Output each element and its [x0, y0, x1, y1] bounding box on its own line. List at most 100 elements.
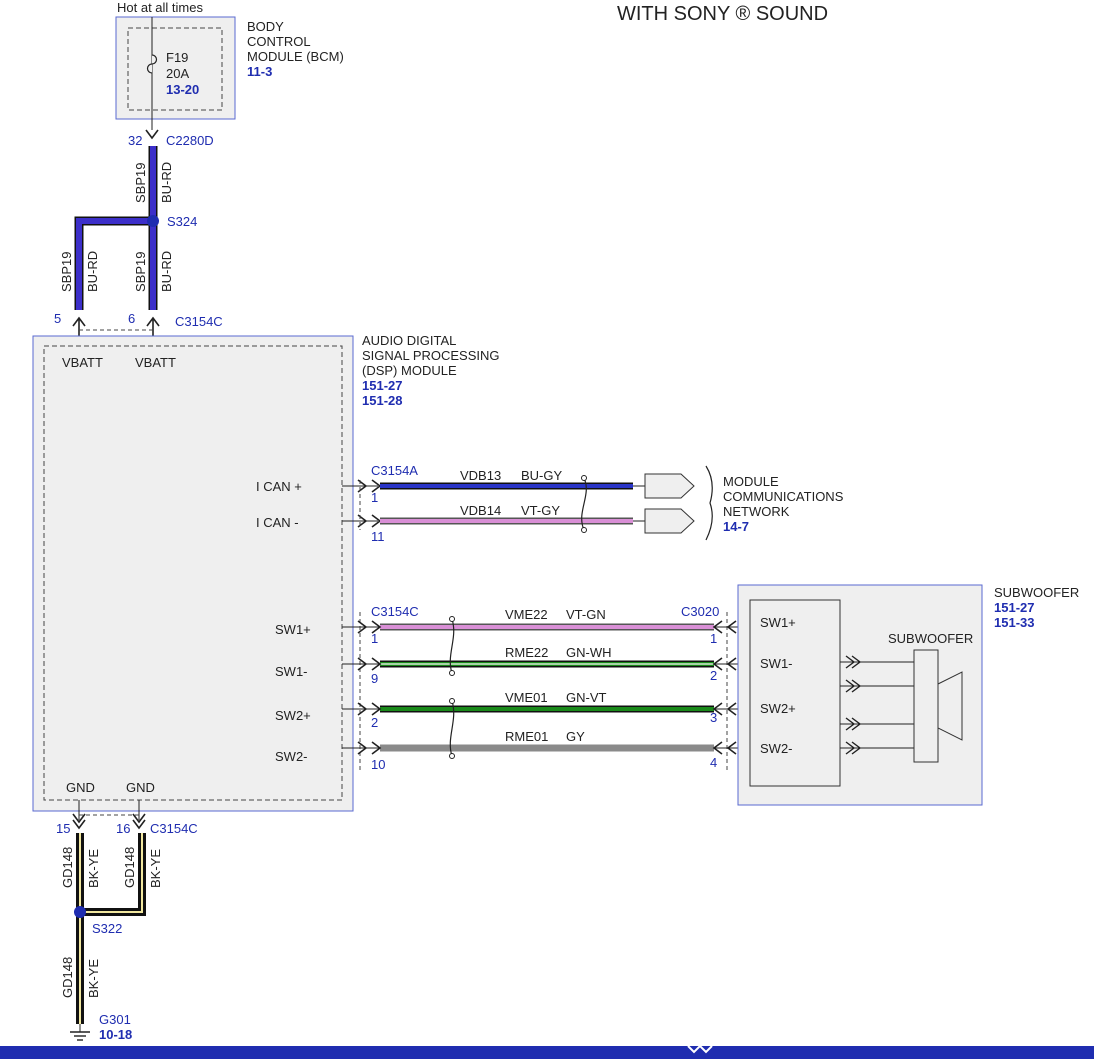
sub-pin-sw2m: 4 — [710, 755, 717, 770]
sub-pin-sw1p: 1 — [710, 631, 717, 646]
c2280d-pin-arrow-icon — [145, 129, 159, 140]
vdb14-circuit: VDB14 — [460, 503, 501, 518]
subwoofer-speaker-label: SUBWOOFER — [888, 631, 973, 646]
can-minus-offpage-connector-icon[interactable] — [644, 508, 695, 534]
vdb13-circuit: VDB13 — [460, 468, 501, 483]
vbatt-label-2: VBATT — [135, 355, 176, 370]
vdb13-color: BU-GY — [521, 468, 563, 483]
sbp19-color-top: BU-RD — [159, 162, 174, 203]
can-connector-id[interactable]: C3154A — [371, 463, 418, 478]
dsp-pin-sw2m: 10 — [371, 757, 385, 772]
can-plus-pin: 1 — [371, 490, 378, 505]
s324-splice-label[interactable]: S324 — [167, 214, 197, 229]
network-brace-icon — [705, 465, 713, 541]
vbatt-label-1: VBATT — [62, 355, 103, 370]
dsp-pin-sw1m: 9 — [371, 671, 378, 686]
bcm-connector-id[interactable]: C2280D — [166, 133, 214, 148]
speaker-leads — [840, 655, 914, 755]
vme22-circuit: VME22 — [505, 607, 548, 622]
gnd-connector-id[interactable]: C3154C — [150, 821, 198, 836]
dsp-pin-sw2p: 2 — [371, 715, 378, 730]
s322-splice-dot — [74, 906, 86, 918]
gd148-wire[interactable] — [76, 833, 146, 1024]
network-line-2: COMMUNICATIONS — [723, 489, 844, 504]
rme22-circuit: RME22 — [505, 645, 548, 660]
network-line-1: MODULE — [723, 474, 779, 489]
dsp-inner-box — [43, 345, 343, 801]
sbp19-color-right: BU-RD — [159, 251, 174, 292]
g301-ground-label[interactable]: G301 — [99, 1012, 131, 1027]
dsp-name-line-2: SIGNAL PROCESSING — [362, 348, 500, 363]
sub-connector-id[interactable]: C3020 — [681, 604, 719, 619]
gd148-circuit-left: GD148 — [60, 847, 75, 888]
bottom-bar — [0, 1046, 1094, 1059]
subwoofer-module-name: SUBWOOFER — [994, 585, 1079, 600]
vbatt-pin-6: 6 — [128, 311, 135, 326]
rme01-circuit: RME01 — [505, 729, 548, 744]
vme01-circuit: VME01 — [505, 690, 548, 705]
sw1p-dsp-arrow-icon — [357, 620, 382, 634]
gnd-pin-16-arrow-icon — [132, 813, 146, 830]
sub-sw1m-label: SW1- — [760, 656, 793, 671]
gd148-color-bottom: BK-YE — [86, 959, 101, 998]
fuse-ref-link[interactable]: 13-20 — [166, 82, 199, 97]
dsp-module-box[interactable] — [32, 335, 354, 812]
gnd-label-1: GND — [66, 780, 95, 795]
sub-sw2p-label: SW2+ — [760, 701, 796, 716]
g301-ref-link[interactable]: 10-18 — [99, 1027, 132, 1042]
subwoofer-ref-link-1[interactable]: 151-27 — [994, 600, 1034, 615]
sub-sw1p-label: SW1+ — [760, 615, 796, 630]
bcm-box[interactable] — [115, 16, 236, 120]
bcm-pin-number: 32 — [128, 133, 142, 148]
diagram-title: WITH SONY ® SOUND — [617, 3, 828, 25]
dsp-power-connector-id[interactable]: C3154C — [175, 314, 223, 329]
network-line-3: NETWORK — [723, 504, 790, 519]
gnd-pin-16: 16 — [116, 821, 130, 836]
gd148-color-right: BK-YE — [148, 849, 163, 888]
vbatt-pin-5: 5 — [54, 311, 61, 326]
sub-sw2m-label: SW2- — [760, 741, 793, 756]
sbp19-wire-group[interactable] — [74, 146, 158, 310]
can-plus-offpage-connector-icon[interactable] — [644, 473, 695, 499]
vme01-color: GN-VT — [566, 690, 607, 705]
bcm-name-line-2: CONTROL — [247, 34, 311, 49]
sw1-twist-icon — [449, 618, 455, 674]
dsp-name-line-1: AUDIO DIGITAL — [362, 333, 456, 348]
i-can-plus-label: I CAN + — [256, 479, 302, 494]
sub-pin-sw1m: 2 — [710, 668, 717, 683]
dsp-speaker-connector-id[interactable]: C3154C — [371, 604, 419, 619]
fuse-rating: 20A — [166, 66, 189, 81]
sw1m-sub-arrow-icon — [712, 657, 737, 671]
rme01-color: GY — [566, 729, 585, 744]
sw1m-dsp-arrow-icon — [357, 657, 382, 671]
twist-end-top — [581, 475, 587, 481]
i-can-minus-label: I CAN - — [256, 515, 299, 530]
vme22-color: VT-GN — [566, 607, 606, 622]
fuse-name: F19 — [166, 50, 188, 65]
s322-splice-label[interactable]: S322 — [92, 921, 122, 936]
network-ref-link[interactable]: 14-7 — [723, 519, 749, 534]
sw2m-dsp-arrow-icon — [357, 741, 382, 755]
sw2-plus-label: SW2+ — [275, 708, 311, 723]
sbp19-circuit-top: SBP19 — [133, 163, 148, 203]
sub-pin-sw2p: 3 — [710, 710, 717, 725]
dsp-ref-link-2[interactable]: 151-28 — [362, 393, 402, 408]
gnd-label-2: GND — [126, 780, 155, 795]
subwoofer-ref-link-2[interactable]: 151-33 — [994, 615, 1034, 630]
sbp19-wire — [76, 146, 156, 310]
ground-symbol-icon — [70, 1024, 90, 1041]
can-minus-pin: 11 — [371, 529, 385, 544]
sw1-twist-end-top — [449, 616, 455, 622]
bcm-name-line-1: BODY — [247, 19, 284, 34]
dsp-ref-link-1[interactable]: 151-27 — [362, 378, 402, 393]
sbp19-circuit-right: SBP19 — [133, 252, 148, 292]
sbp19-circuit-left: SBP19 — [59, 252, 74, 292]
sw2p-dsp-arrow-icon — [357, 702, 382, 716]
gd148-circuit-right: GD148 — [122, 847, 137, 888]
gd148-circuit-bottom: GD148 — [60, 957, 75, 998]
bcm-ref-link[interactable]: 11-3 — [247, 64, 272, 79]
bcm-name-line-3: MODULE (BCM) — [247, 49, 344, 64]
dsp-pin-sw1p: 1 — [371, 631, 378, 646]
dsp-name-line-3: (DSP) MODULE — [362, 363, 457, 378]
